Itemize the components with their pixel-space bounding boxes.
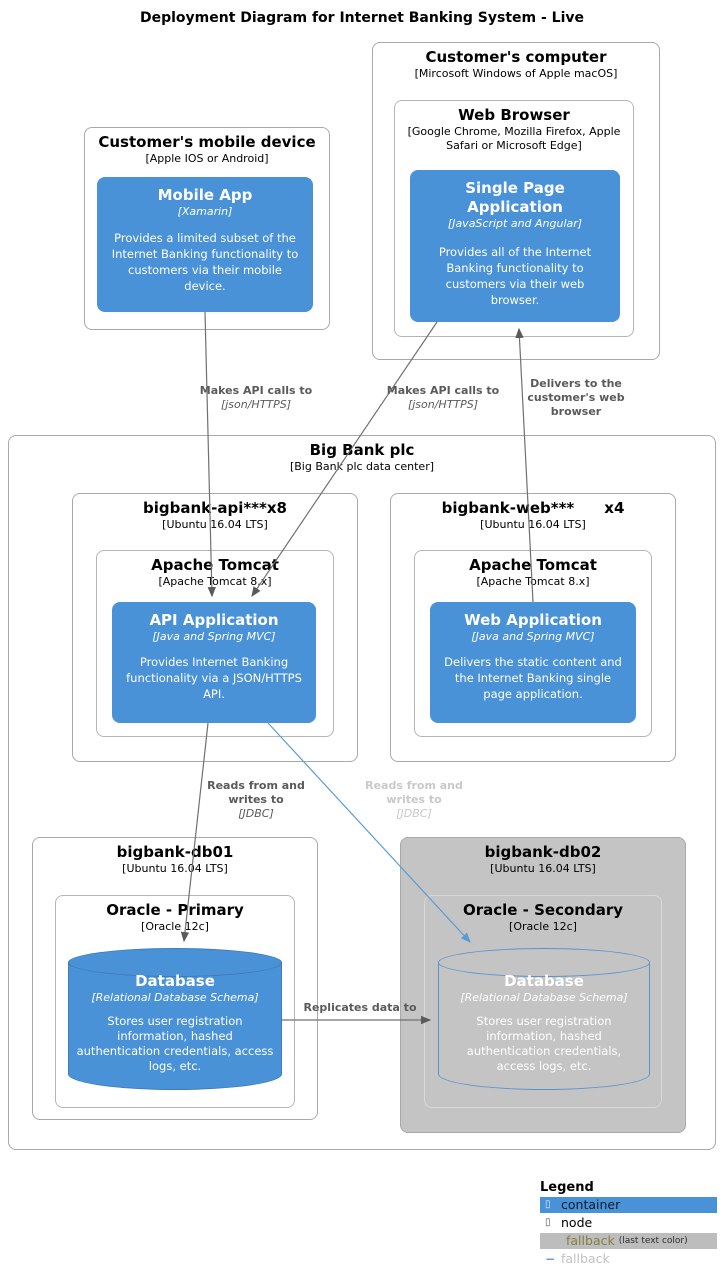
container-technology: [Xamarin] bbox=[177, 205, 233, 218]
node-header: bigbank-db02 [Ubuntu 16.04 LTS] bbox=[401, 838, 685, 876]
node-header: Apache Tomcat [Apache Tomcat 8.x] bbox=[97, 551, 333, 589]
legend-note: (last text color) bbox=[618, 1236, 688, 1246]
container-description: Stores user registration information, ha… bbox=[466, 1014, 622, 1073]
container-single-page-application: Single Page Application [JavaScript and … bbox=[410, 170, 620, 322]
edge-label-spa-to-api: Makes API calls to [json/HTTPS] bbox=[378, 384, 508, 412]
container-database-secondary: Database [Relational Database Schema] St… bbox=[438, 948, 650, 1090]
edge-label-api-to-db1: Reads from and writes to [JDBC] bbox=[200, 779, 312, 821]
container-database-primary: Database [Relational Database Schema] St… bbox=[68, 948, 282, 1090]
node-subtitle: [Ubuntu 16.04 LTS] bbox=[490, 862, 596, 875]
node-title: bigbank-web***x4 bbox=[441, 499, 625, 517]
node-title: Oracle - Secondary bbox=[462, 901, 624, 919]
edge-label-text: Reads from and writes to bbox=[207, 779, 305, 806]
legend-row-node: ▯ node bbox=[540, 1215, 717, 1231]
edge-label-text: Makes API calls to bbox=[386, 384, 500, 397]
edge-label-text: Reads from and writes to bbox=[365, 779, 463, 806]
database-cylinder-body bbox=[438, 962, 650, 1090]
node-title: Big Bank plc bbox=[309, 441, 415, 459]
node-subtitle: [Oracle 12c] bbox=[509, 920, 577, 933]
node-title: Customer's mobile device bbox=[98, 133, 316, 151]
container-title: Single Page Application bbox=[465, 179, 565, 216]
node-header: Oracle - Secondary [Oracle 12c] bbox=[425, 896, 661, 934]
node-header: bigbank-web***x4 [Ubuntu 16.04 LTS] bbox=[391, 494, 675, 532]
container-title: Mobile App bbox=[157, 186, 253, 204]
legend-row-fallback-background: fallback (last text color) bbox=[540, 1233, 717, 1249]
container-technology: [Relational Database Schema] bbox=[91, 991, 259, 1004]
container-description: Stores user registration information, ha… bbox=[76, 1014, 274, 1073]
node-header: Apache Tomcat [Apache Tomcat 8.x] bbox=[415, 551, 651, 589]
edge-label-technology: [json/HTTPS] bbox=[407, 398, 479, 411]
fallback-line-icon: − bbox=[545, 1252, 556, 1266]
database-cylinder-body bbox=[68, 962, 282, 1090]
node-title: bigbank-api***x8 bbox=[142, 499, 287, 517]
node-title: bigbank-db02 bbox=[484, 843, 602, 861]
container-content: Database [Relational Database Schema] St… bbox=[76, 972, 274, 1074]
edge-label-technology: [JDBC] bbox=[238, 807, 274, 820]
container-title: Database bbox=[504, 972, 584, 990]
node-title: Customer's computer bbox=[425, 48, 607, 66]
container-shape-icon: ▯ bbox=[545, 1199, 551, 1210]
node-header: Customer's computer [Mircosoft Windows o… bbox=[373, 43, 659, 81]
container-api-application: API Application [Java and Spring MVC] Pr… bbox=[112, 602, 316, 723]
node-title: bigbank-db01 bbox=[116, 843, 234, 861]
legend-label: fallback bbox=[566, 1233, 615, 1248]
node-instance-count: x4 bbox=[604, 499, 625, 517]
legend-label: container bbox=[561, 1197, 621, 1212]
edge-label-replicates: Replicates data to bbox=[303, 1001, 416, 1015]
node-header: bigbank-api***x8 [Ubuntu 16.04 LTS] bbox=[73, 494, 357, 532]
node-subtitle: [Google Chrome, Mozilla Firefox, Apple S… bbox=[407, 125, 621, 152]
legend: Legend ▯ container ▯ node fallback (last… bbox=[540, 1180, 717, 1269]
container-content: Database [Relational Database Schema] St… bbox=[446, 972, 642, 1074]
container-description: Provides Internet Banking functionality … bbox=[126, 655, 302, 701]
node-subtitle: [Apache Tomcat 8.x] bbox=[158, 575, 272, 588]
node-subtitle: [Oracle 12c] bbox=[141, 920, 209, 933]
diagram-title: Deployment Diagram for Internet Banking … bbox=[139, 10, 585, 26]
edge-label-api-to-db2-fallback: Reads from and writes to [JDBC] bbox=[358, 779, 470, 821]
container-technology: [Java and Spring MVC] bbox=[152, 630, 276, 643]
database-cylinder-rim bbox=[68, 948, 282, 977]
legend-row-fallback-line: − fallback bbox=[540, 1251, 717, 1267]
container-mobile-app: Mobile App [Xamarin] Provides a limited … bbox=[97, 177, 313, 312]
edge-label-web-to-spa: Delivers to the customer's web browser bbox=[517, 377, 635, 419]
edge-label-technology: [json/HTTPS] bbox=[220, 398, 292, 411]
node-header: Customer's mobile device [Apple IOS or A… bbox=[85, 128, 329, 166]
container-title: Web Application bbox=[464, 611, 602, 629]
legend-title: Legend bbox=[540, 1180, 594, 1195]
legend-label: fallback bbox=[561, 1251, 610, 1266]
container-title: Database bbox=[135, 972, 215, 990]
legend-row-container: ▯ container bbox=[540, 1197, 717, 1213]
node-header: Big Bank plc [Big Bank plc data center] bbox=[9, 436, 715, 474]
node-subtitle: [Ubuntu 16.04 LTS] bbox=[162, 518, 268, 531]
container-technology: [Relational Database Schema] bbox=[460, 991, 628, 1004]
node-subtitle: [Apache Tomcat 8.x] bbox=[476, 575, 590, 588]
node-shape-icon: ▯ bbox=[545, 1217, 551, 1228]
node-title: Oracle - Primary bbox=[106, 901, 244, 919]
node-header: Web Browser [Google Chrome, Mozilla Fire… bbox=[395, 101, 633, 153]
edge-label-text: Replicates data to bbox=[303, 1001, 417, 1014]
node-header: Oracle - Primary [Oracle 12c] bbox=[56, 896, 294, 934]
node-title: Apache Tomcat bbox=[469, 556, 597, 574]
node-title: Web Browser bbox=[458, 106, 570, 124]
node-subtitle: [Big Bank plc data center] bbox=[289, 460, 435, 473]
container-technology: [JavaScript and Angular] bbox=[447, 217, 583, 230]
edge-label-text: Delivers to the customer's web browser bbox=[527, 377, 625, 418]
database-cylinder-rim bbox=[438, 948, 650, 977]
legend-label: node bbox=[561, 1215, 593, 1230]
edge-label-mobile-to-api: Makes API calls to [json/HTTPS] bbox=[191, 384, 321, 412]
node-subtitle: [Mircosoft Windows of Apple macOS] bbox=[414, 67, 618, 80]
node-subtitle: [Ubuntu 16.04 LTS] bbox=[122, 862, 228, 875]
edge-label-technology: [JDBC] bbox=[396, 807, 432, 820]
container-technology: [Java and Spring MVC] bbox=[471, 630, 595, 643]
edge-label-text: Makes API calls to bbox=[199, 384, 313, 397]
container-title: API Application bbox=[149, 611, 279, 629]
node-subtitle: [Ubuntu 16.04 LTS] bbox=[480, 518, 586, 531]
container-description: Delivers the static content and the Inte… bbox=[444, 655, 622, 701]
node-subtitle: [Apple IOS or Android] bbox=[145, 152, 269, 165]
node-header: bigbank-db01 [Ubuntu 16.04 LTS] bbox=[33, 838, 317, 876]
container-description: Provides a limited subset of the Interne… bbox=[111, 231, 299, 293]
container-web-application: Web Application [Java and Spring MVC] De… bbox=[430, 602, 636, 723]
node-title: Apache Tomcat bbox=[151, 556, 279, 574]
container-description: Provides all of the Internet Banking fun… bbox=[438, 245, 592, 307]
